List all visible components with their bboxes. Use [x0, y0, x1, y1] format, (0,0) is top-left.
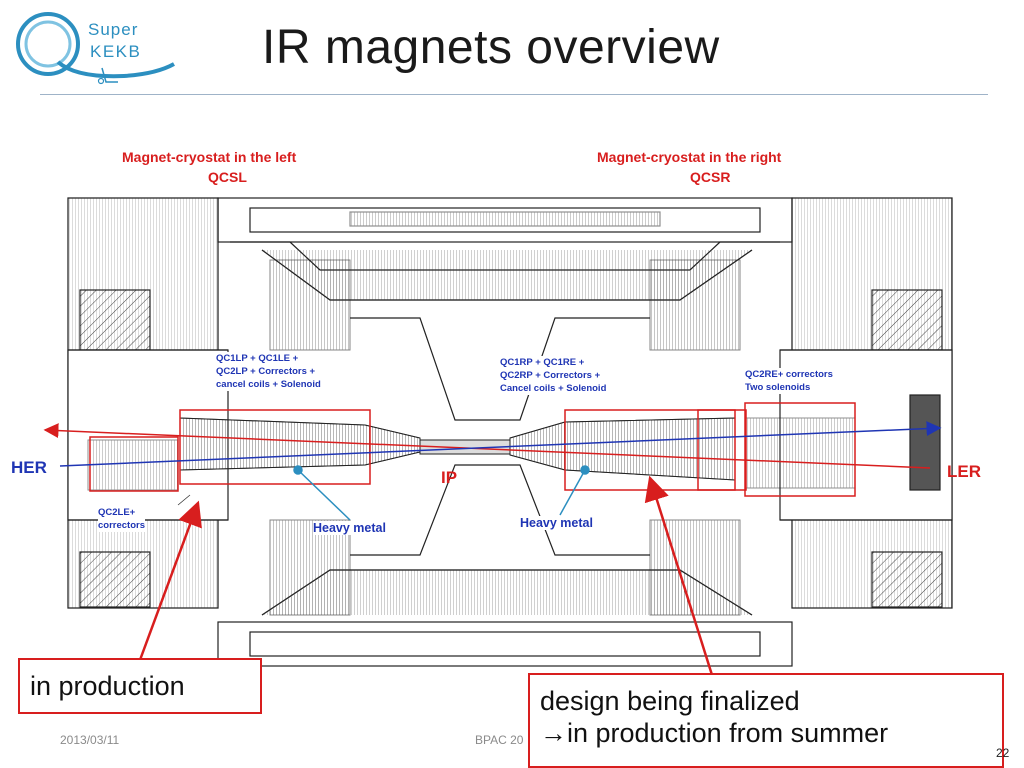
- left-cryostat-title: Magnet-cryostat in the left: [122, 149, 297, 165]
- left-yoke: [67, 197, 229, 609]
- qc2le-note: QC2LE+ correctors: [98, 506, 145, 532]
- left-cryostat-code: QCSL: [208, 169, 247, 185]
- ler-label: LER: [947, 462, 981, 481]
- logo-q-icon: [16, 12, 175, 85]
- heavy-metal-left-label: Heavy metal: [313, 521, 386, 535]
- callout-arrows: [138, 475, 714, 676]
- page-number: 22: [996, 746, 1010, 760]
- design-finalized-line1: design being finalized: [540, 686, 800, 716]
- coil-stacks: [269, 259, 741, 616]
- heavy-metal-pointers: [293, 465, 590, 521]
- qc2re-note: QC2RE+ correctors Two solenoids: [745, 368, 833, 394]
- footer-event: BPAC 20: [475, 733, 524, 747]
- top-frame: [217, 197, 793, 301]
- her-label: HER: [11, 458, 47, 477]
- heavy-metal-right-label: Heavy metal: [520, 516, 593, 530]
- magnet-bundles: [87, 417, 856, 491]
- design-finalized-line2: →in production from summer: [540, 718, 889, 748]
- slide-title: IR magnets overview: [262, 21, 720, 74]
- title-divider: [40, 94, 988, 95]
- left-box-note: QC1LP + QC1LE + QC2LP + Correctors + can…: [216, 352, 321, 391]
- design-finalized-callout: design being finalized →in production fr…: [528, 673, 1004, 768]
- ir-chamber: [350, 317, 650, 556]
- right-cryostat-title: Magnet-cryostat in the right: [597, 149, 782, 165]
- right-cryostat-code: QCSR: [690, 169, 731, 185]
- superkekb-logo: Super KEKB: [6, 6, 186, 86]
- footer-date: 2013/03/11: [60, 733, 120, 747]
- logo-line1: Super: [88, 20, 139, 39]
- ip-label: IP: [441, 468, 458, 487]
- logo-line2: KEKB: [90, 42, 142, 61]
- beam-lines: [43, 421, 942, 469]
- in-production-callout: in production: [18, 658, 262, 714]
- right-box-note: QC1RP + QC1RE + QC2RP + Correctors + Can…: [500, 356, 607, 395]
